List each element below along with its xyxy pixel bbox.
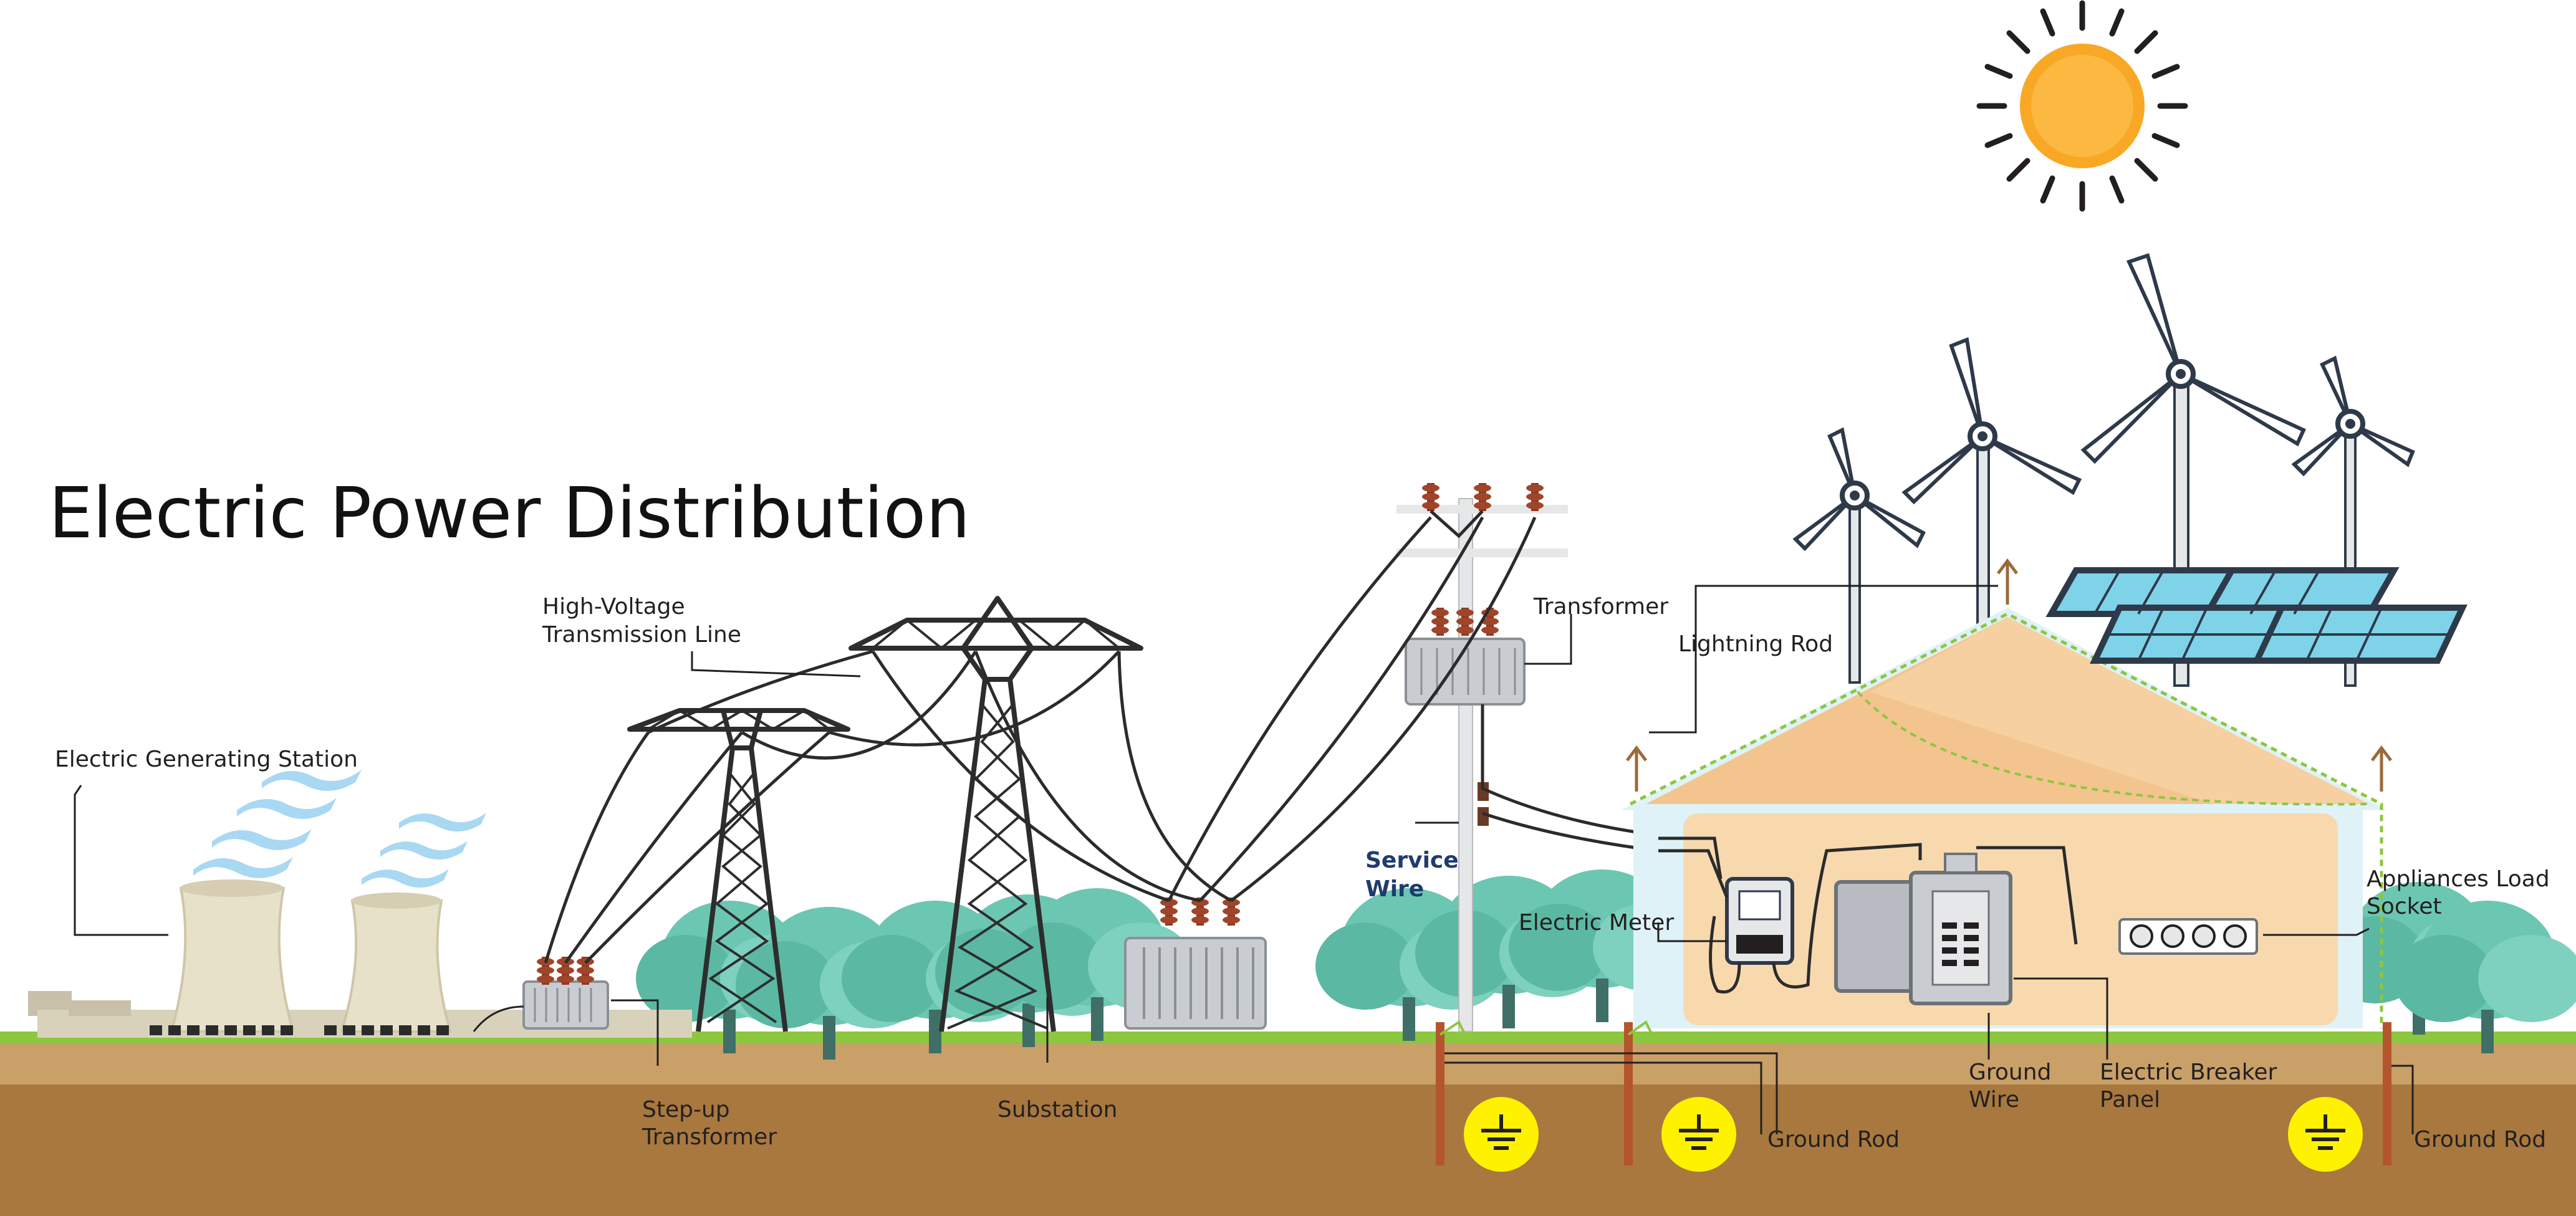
- label-service-wire-1: Service: [1365, 848, 1459, 873]
- ground-rods: [1436, 1020, 2391, 1166]
- generating-station: [28, 770, 692, 1038]
- label-substation: Substation: [997, 1097, 1117, 1123]
- page-title: Electric Power Distribution: [49, 473, 970, 554]
- step-up-transformer: [522, 957, 609, 1030]
- label-ground-wire-2: Wire: [1969, 1087, 2019, 1113]
- soil-bottom: [0, 1078, 2576, 1216]
- label-appliances-1: Appliances Load: [2367, 866, 2550, 892]
- label-service-wire-2: Wire: [1365, 876, 1424, 902]
- label-step-up-1: Step-up: [642, 1097, 730, 1123]
- electric-breaker-panel: [1834, 846, 2078, 1005]
- electric-meter: [1658, 836, 1922, 993]
- transmission-tower-small: [627, 708, 850, 1032]
- wind-turbine-icon: [1792, 253, 2415, 687]
- solar-panel-icon: [2045, 567, 2468, 664]
- label-ground-wire-1: Ground: [1969, 1060, 2051, 1085]
- label-generating-station: Electric Generating Station: [55, 747, 358, 772]
- label-breaker-panel-1: Electric Breaker: [2100, 1060, 2277, 1085]
- sun-icon: [1976, 0, 2188, 212]
- label-appliances-2: Socket: [2367, 894, 2442, 919]
- utility-pole: [1396, 483, 1568, 1032]
- label-hv-line-2: Transmission Line: [542, 622, 741, 648]
- labels: Electric Generating Station High-Voltage…: [55, 594, 2550, 1152]
- label-breaker-panel-2: Panel: [2100, 1087, 2160, 1113]
- appliances-socket: [2118, 918, 2258, 955]
- label-ground-rod-left: Ground Rod: [1767, 1127, 1900, 1152]
- lightning-rod: [1626, 558, 2392, 792]
- label-electric-meter: Electric Meter: [1519, 910, 1674, 936]
- soil-top: [0, 1041, 2576, 1084]
- label-transformer: Transformer: [1533, 594, 1668, 620]
- transmission-wires: [544, 516, 1659, 964]
- substation: [1124, 898, 1267, 1030]
- leader-lines: [74, 585, 2414, 1134]
- label-ground-rod-right: Ground Rod: [2414, 1127, 2546, 1152]
- pole-transformer: [1405, 608, 1526, 706]
- label-step-up-2: Transformer: [642, 1124, 777, 1150]
- label-lightning-rod: Lightning Rod: [1678, 631, 1833, 657]
- label-hv-line-1: High-Voltage: [542, 594, 685, 620]
- transmission-tower-large: [848, 596, 1143, 1032]
